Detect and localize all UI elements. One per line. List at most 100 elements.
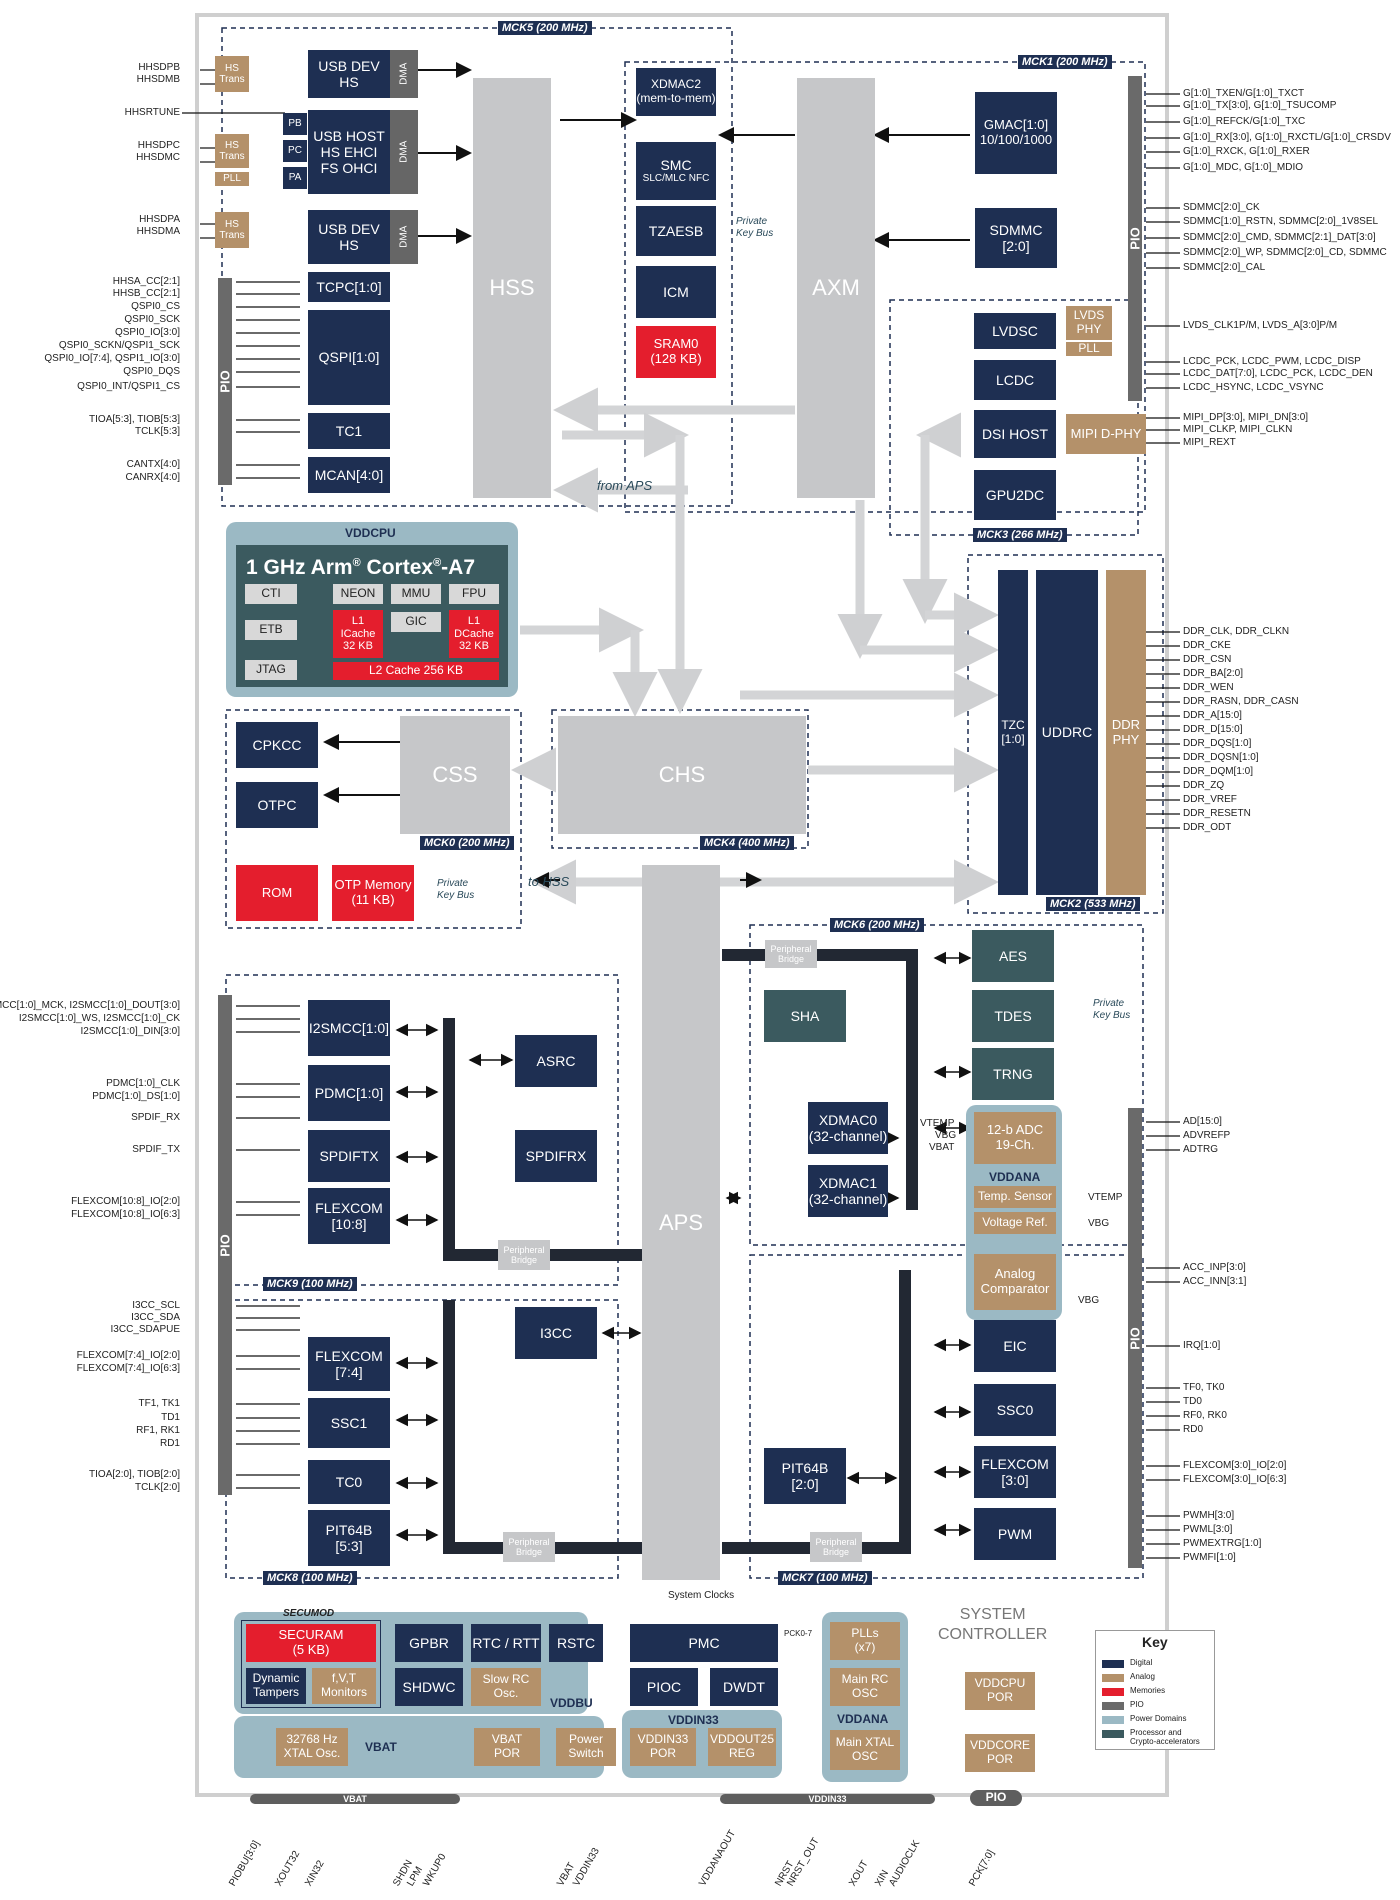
usb-host-hs: USB HOST HS EHCI FS OHCI [308,110,390,194]
mck0-region [225,709,522,929]
pck-label: PCK0-7 [784,1629,813,1638]
key-label: Analog [1130,1672,1155,1681]
right-signal: SDMMC[2:0]_CK [1183,202,1260,213]
mck1-region [624,61,1146,513]
left-signal: FLEXCOM[10:8]_IO[2:0] [71,1196,180,1207]
mck6-region [749,924,1144,1246]
rom-block: ROM [236,865,318,921]
left-signal: HHSRTUNE [124,107,180,118]
vtemp-out: VTEMP [1088,1192,1123,1203]
right-signal: SDMMC[2:0]_CAL [1183,262,1266,273]
left-signal: PDMC[1:0]_CLK [106,1078,180,1089]
key-label: Processor and Crypto-accelerators [1130,1728,1200,1746]
pioc-block: PIOC [630,1668,698,1706]
lcdc-block: LCDC [974,360,1056,400]
left-signal: SPDIF_RX [131,1112,180,1123]
analog-comparator-block: Analog Comparator [974,1254,1056,1310]
left-signal: I2SMCC[1:0]_DIN[3:0] [80,1026,180,1037]
cpu-title-pre: 1 GHz Arm [246,556,353,579]
dma-label: DMA [398,62,410,86]
otpc-block: OTPC [236,782,318,828]
key-label: Power Domains [1130,1714,1187,1723]
ddr-phy-block: DDR PHY [1106,570,1146,895]
peripheral-bridge-mck8: Peripheral Bridge [503,1532,555,1562]
right-signal: PWMH[3:0] [1183,1510,1235,1521]
key-label: Digital [1130,1658,1153,1667]
gic-block: GIC [391,612,441,632]
tc1-block: TC1 [308,413,390,449]
aes-block: AES [972,930,1054,982]
mck5-region [221,27,733,507]
private-key-bus-label-2: Private Key Bus [437,878,475,901]
left-signal: FLEXCOM[7:4]_IO[2:0] [76,1350,180,1361]
uddrc-block: UDDRC [1036,570,1098,895]
right-signal: ACC_INN[3:1] [1183,1276,1247,1287]
spdiftx-block: SPDIFTX [308,1130,390,1182]
right-signal: ADVREFP [1183,1130,1231,1141]
left-signal: HHSDMA [136,226,180,237]
pmc-block: PMC [630,1624,778,1662]
left-signal: FLEXCOM[7:4]_IO[6:3] [76,1363,180,1374]
mck5-label: MCK5 (200 MHz) [498,21,592,35]
vbg-out: VBG [1088,1218,1110,1229]
left-signal: RD1 [159,1438,180,1449]
right-signal: MIPI_DP[3:0], MIPI_DN[3:0] [1183,412,1309,423]
adc-in-vbg: VBG [935,1130,957,1141]
tdes-block: TDES [972,990,1054,1042]
pit64b-5-3-block: PIT64B [5:3] [308,1510,390,1566]
right-signal: LCDC_PCK, LCDC_PWM, LCDC_DISP [1183,356,1361,367]
ssc1-block: SSC1 [308,1398,390,1448]
key-swatch [1102,1716,1124,1724]
left-signal: TIOA[2:0], TIOB[2:0] [89,1469,180,1480]
right-signal: IRQ[1:0] [1183,1340,1221,1351]
left-signal: QSPI0_CS [131,301,180,312]
cpu-title: 1 GHz Arm® Cortex®-A7 [246,550,475,581]
lvds-pll-block: PLL [1066,341,1112,356]
tcpc-block: TCPC[1:0] [308,272,390,302]
pit64b-2-0-block: PIT64B [2:0] [764,1448,846,1504]
jtag-block: JTAG [245,660,297,680]
usb-host-dma: DMA [390,110,418,194]
chip-outline [195,13,1169,1797]
dma-label: DMA [398,225,410,249]
usb-dev-hs-1: USB DEV HS [308,50,390,98]
vddin33-rail: VDDIN33 [720,1794,935,1804]
mmu-block: MMU [391,584,441,604]
mck1-label: MCK1 (200 MHz) [1018,55,1112,69]
left-signal: HHSDPA [139,214,180,225]
pio-right-bottom: PIO [1128,1108,1143,1568]
adc-in-vtemp: VTEMP [920,1118,955,1129]
right-signal: DDR_RESETN [1183,808,1251,819]
left-signal: QSPI0_DQS [123,366,180,377]
mipi-dphy-block: MIPI D-PHY [1066,414,1146,454]
to-hss-label: to HSS [528,874,570,889]
l1-icache-block: L1 ICache 32 KB [333,610,383,658]
mck4-label: MCK4 (400 MHz) [700,836,794,850]
dma-label: DMA [398,140,410,164]
adc-in-vbat: VBAT [929,1142,955,1153]
left-signal: HHSDPB [138,62,180,73]
left-signal: QSPI0_SCK [124,314,180,325]
usb-pll: PLL [215,172,249,186]
left-signal: HHSA_CC[2:1] [112,276,180,287]
right-signal: PWMEXTRG[1:0] [1183,1538,1262,1549]
right-signal: LVDS_CLK1P/M, LVDS_A[3:0]P/M [1183,320,1338,331]
shdwc-block: SHDWC [395,1668,463,1706]
slow-rc-block: Slow RC Osc. [471,1668,541,1706]
cpu-reg-2: ® [433,557,442,569]
vddout25-reg-block: VDDOUT25 REG [708,1728,776,1766]
key-swatch [1102,1660,1124,1668]
main-rc-block: Main RC OSC [830,1668,900,1706]
right-signal: DDR_CLK, DDR_CLKN [1183,626,1290,637]
xdmac1-block: XDMAC1 (32-channel) [808,1165,888,1217]
right-signal: AD[15:0] [1183,1116,1222,1127]
pwm-block: PWM [974,1508,1056,1560]
left-signal: QSPI0_INT/QSPI1_CS [77,381,180,392]
pdmc-block: PDMC[1:0] [308,1065,390,1121]
key-swatch [1102,1674,1124,1682]
tzc-block: TZC [1:0] [998,570,1028,895]
voltage-ref-block: Voltage Ref. [974,1212,1056,1234]
rstc-block: RSTC [549,1624,603,1662]
right-signal: FLEXCOM[3:0]_IO[6:3] [1183,1474,1287,1485]
neon-block: NEON [333,584,383,604]
